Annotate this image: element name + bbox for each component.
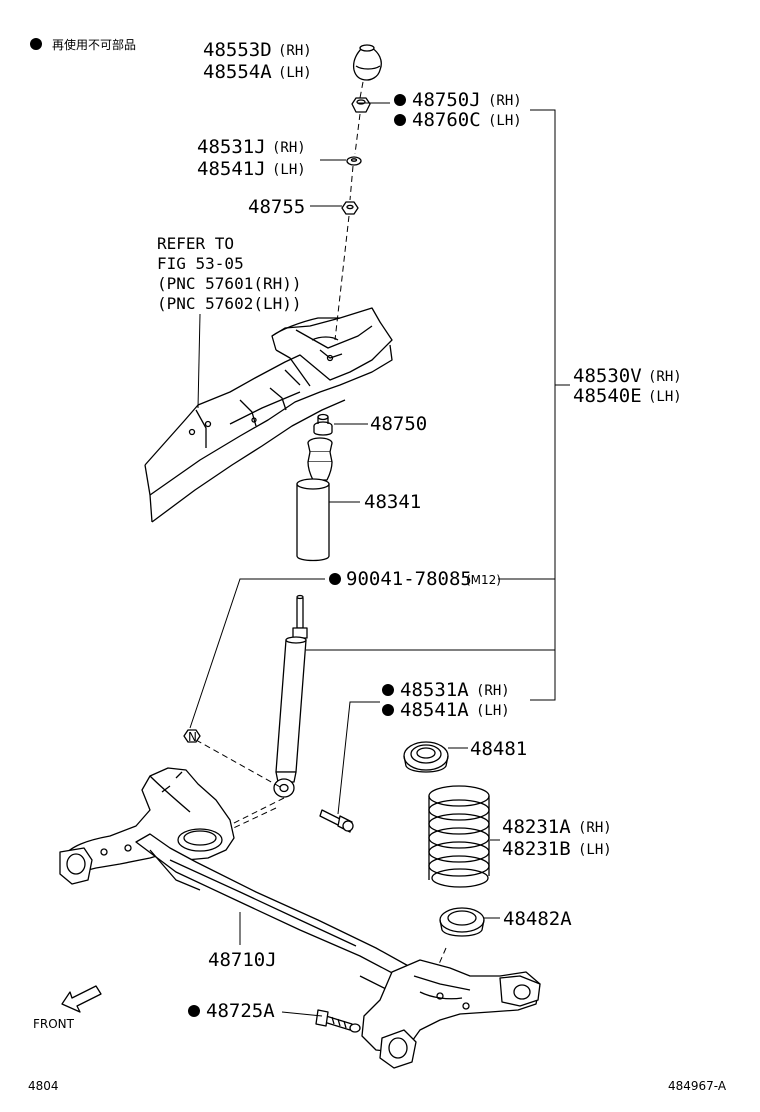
label-48540E: 48540E [573, 385, 642, 407]
label-48553D: 48553D [203, 39, 272, 61]
label-48531J: 48531J [197, 136, 266, 158]
non-reusable-48531A-icon [382, 684, 394, 696]
body-frame-part[interactable] [144, 307, 393, 523]
front-arrow-icon [61, 985, 102, 1013]
label-48540E-lh: (LH) [648, 389, 682, 405]
footer-left: 4804 [28, 1079, 59, 1093]
non-reusable-48750J-icon [394, 94, 406, 106]
footer-right: 484967-A [668, 1079, 727, 1093]
bump-stopper-upper-part[interactable] [352, 44, 382, 81]
coil-spring-part[interactable] [428, 785, 490, 888]
leader-48725A [281, 1011, 323, 1017]
dash-spring-to-axle [431, 947, 447, 981]
label-48541J-lh: (LH) [272, 162, 306, 178]
label-48531A-rh: (RH) [476, 683, 510, 699]
nut-48755-part[interactable] [341, 201, 359, 215]
label-48725A: 48725A [206, 1000, 275, 1022]
bolt-48531A-part[interactable] [319, 809, 354, 833]
label-48541A: 48541A [400, 699, 469, 721]
legend-text: 再使用不可部品 [52, 37, 136, 52]
refer-line-3: (PNC 57601(RH)) [157, 274, 302, 293]
label-48541A-lh: (LH) [476, 703, 510, 719]
refer-line-4: (PNC 57602(LH)) [157, 294, 302, 313]
label-48231B: 48231B [502, 838, 571, 860]
spring-seat-upper-part[interactable] [403, 741, 449, 773]
dash-axis-3 [349, 165, 354, 201]
non-reusable-marker-icon [30, 38, 42, 50]
label-48750: 48750 [370, 413, 427, 435]
nut-48750J-part[interactable] [351, 97, 371, 113]
non-reusable-48760C-icon [394, 114, 406, 126]
dust-cover-48341-part[interactable] [296, 437, 333, 562]
dash-axis-4 [334, 215, 350, 341]
refer-leader-line [197, 313, 201, 409]
label-48760C: 48760C [412, 109, 481, 131]
label-48231A-rh: (RH) [578, 820, 612, 836]
label-48710J: 48710J [208, 949, 277, 971]
front-label: FRONT [33, 1017, 75, 1031]
spring-seat-lower-part[interactable] [439, 907, 485, 937]
leader-90041 [189, 578, 325, 729]
label-48481: 48481 [470, 738, 527, 760]
rear-axle-beam-part[interactable] [59, 767, 541, 1069]
non-reusable-90041-icon [329, 573, 341, 585]
label-48231B-lh: (LH) [578, 842, 612, 858]
label-48554A-lh: (LH) [278, 65, 312, 81]
label-90041-m12: (M12) [466, 573, 501, 587]
label-48531A: 48531A [400, 679, 469, 701]
bolt-48725A-part[interactable] [315, 1009, 361, 1033]
dash-axis-1 [359, 81, 364, 99]
nut-marker-N[interactable]: N [183, 729, 201, 744]
leader-48531A [337, 701, 380, 815]
label-48541J: 48541J [197, 158, 266, 180]
washer-48531J-part[interactable] [346, 156, 362, 166]
label-48341: 48341 [364, 491, 421, 513]
non-reusable-48541A-icon [382, 704, 394, 716]
label-48553D-rh: (RH) [278, 43, 312, 59]
non-reusable-48725A-icon [188, 1005, 200, 1017]
label-48530V: 48530V [573, 365, 642, 387]
dash-nut-to-shock [195, 739, 283, 789]
dash-shock-lower [224, 807, 277, 833]
label-48554A: 48554A [203, 61, 272, 83]
upper-mount-48750-part[interactable] [313, 413, 333, 436]
label-90041: 90041-78085 [346, 568, 472, 590]
label-48750J: 48750J [412, 89, 481, 111]
label-48231A: 48231A [502, 816, 571, 838]
assembly-bracket [530, 109, 556, 701]
dash-axis-2 [354, 113, 361, 155]
refer-line-1: REFER TO [157, 234, 234, 253]
label-48755: 48755 [248, 196, 305, 218]
label-48531J-rh: (RH) [272, 140, 306, 156]
dash-shock-to-axle [199, 797, 285, 841]
refer-line-2: FIG 53-05 [157, 254, 244, 273]
label-48760C-lh: (LH) [488, 113, 522, 129]
label-48530V-rh: (RH) [648, 369, 682, 385]
label-48750J-rh: (RH) [488, 93, 522, 109]
label-48482A: 48482A [503, 908, 572, 930]
nut-marker-N-label: N [188, 730, 197, 744]
shock-absorber-part[interactable] [273, 594, 308, 798]
